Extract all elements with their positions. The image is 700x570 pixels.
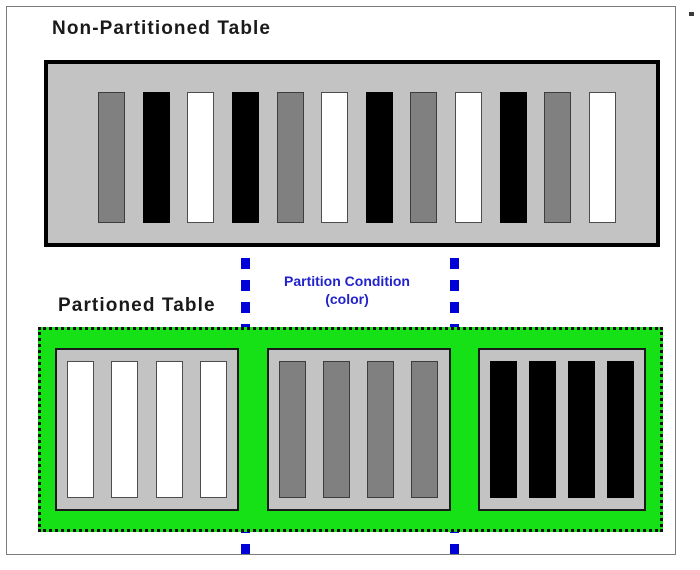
table-row — [544, 92, 572, 223]
table-row — [67, 361, 94, 498]
table-row — [155, 361, 183, 498]
table-row — [367, 361, 395, 498]
table-row — [276, 92, 304, 223]
table-row — [490, 361, 517, 498]
non-partitioned-row-group — [98, 92, 616, 223]
table-row — [321, 92, 349, 223]
table-row — [568, 361, 595, 498]
partition-white — [55, 348, 239, 511]
table-row — [199, 361, 227, 498]
table-row — [411, 361, 439, 498]
partition-condition-line1: Partition Condition — [284, 273, 410, 289]
table-row — [588, 92, 616, 223]
table-row — [607, 361, 634, 498]
corner-mark — [689, 12, 694, 16]
table-row — [322, 361, 350, 498]
table-row — [187, 92, 215, 223]
table-row — [231, 92, 259, 223]
table-row — [142, 92, 170, 223]
page-title-non-partitioned: Non-Partitioned Table — [52, 18, 272, 39]
partition-condition-line2: (color) — [325, 291, 369, 307]
partition-condition-label: Partition Condition (color) — [262, 272, 432, 308]
table-row — [365, 92, 393, 223]
partition-gray — [266, 348, 451, 511]
partitioned-table — [38, 327, 663, 532]
page-title-partitioned: Partioned Table — [58, 295, 216, 316]
non-partitioned-table — [44, 60, 660, 247]
table-row — [455, 92, 482, 223]
partition-black — [478, 348, 646, 511]
table-row — [278, 361, 306, 498]
table-row — [410, 92, 438, 223]
table-row — [98, 92, 125, 223]
table-row — [529, 361, 556, 498]
table-row — [499, 92, 527, 223]
table-row — [111, 361, 139, 498]
